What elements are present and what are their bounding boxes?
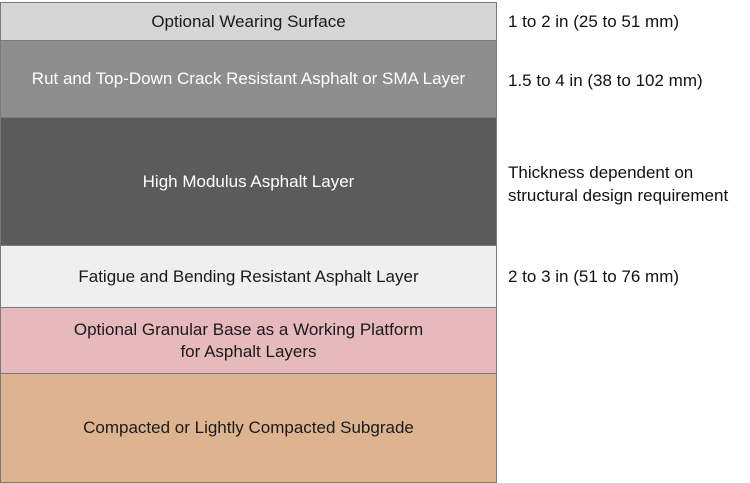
layer-optional-wearing-surface: Optional Wearing Surface <box>1 3 496 41</box>
layer-label: Compacted or Lightly Compacted Subgrade <box>83 418 414 437</box>
layer-label: Fatigue and Bending Resistant Asphalt La… <box>78 266 419 286</box>
layer-rut-resistant-asphalt: Rut and Top-Down Crack Resistant Asphalt… <box>1 41 496 118</box>
thickness-wearing-surface: 1 to 2 in (25 to 51 mm) <box>508 12 680 31</box>
thickness-rut-resistant-layer: 1.5 to 4 in (38 to 102 mm) <box>508 71 703 90</box>
layer-high-modulus-asphalt: High Modulus Asphalt Layer <box>1 118 496 246</box>
thickness-high-modulus-layer: Thickness dependent on structural design… <box>508 163 729 205</box>
layer-fatigue-resistant-asphalt: Fatigue and Bending Resistant Asphalt La… <box>1 246 496 308</box>
layer-optional-granular-base: Optional Granular Base as a Working Plat… <box>1 308 496 374</box>
layer-label: Optional Granular Base as a Working Plat… <box>73 319 424 361</box>
layer-subgrade: Compacted or Lightly Compacted Subgrade <box>1 374 496 482</box>
layer-label: Rut and Top-Down Crack Resistant Asphalt… <box>31 69 466 88</box>
thickness-fatigue-resistant-layer: 2 to 3 in (51 to 76 mm) <box>508 267 680 286</box>
layer-stack: Optional Wearing Surface Rut and Top-Dow… <box>0 2 497 483</box>
layer-label: High Modulus Asphalt Layer <box>142 171 355 191</box>
layer-label: Optional Wearing Surface <box>151 11 346 31</box>
